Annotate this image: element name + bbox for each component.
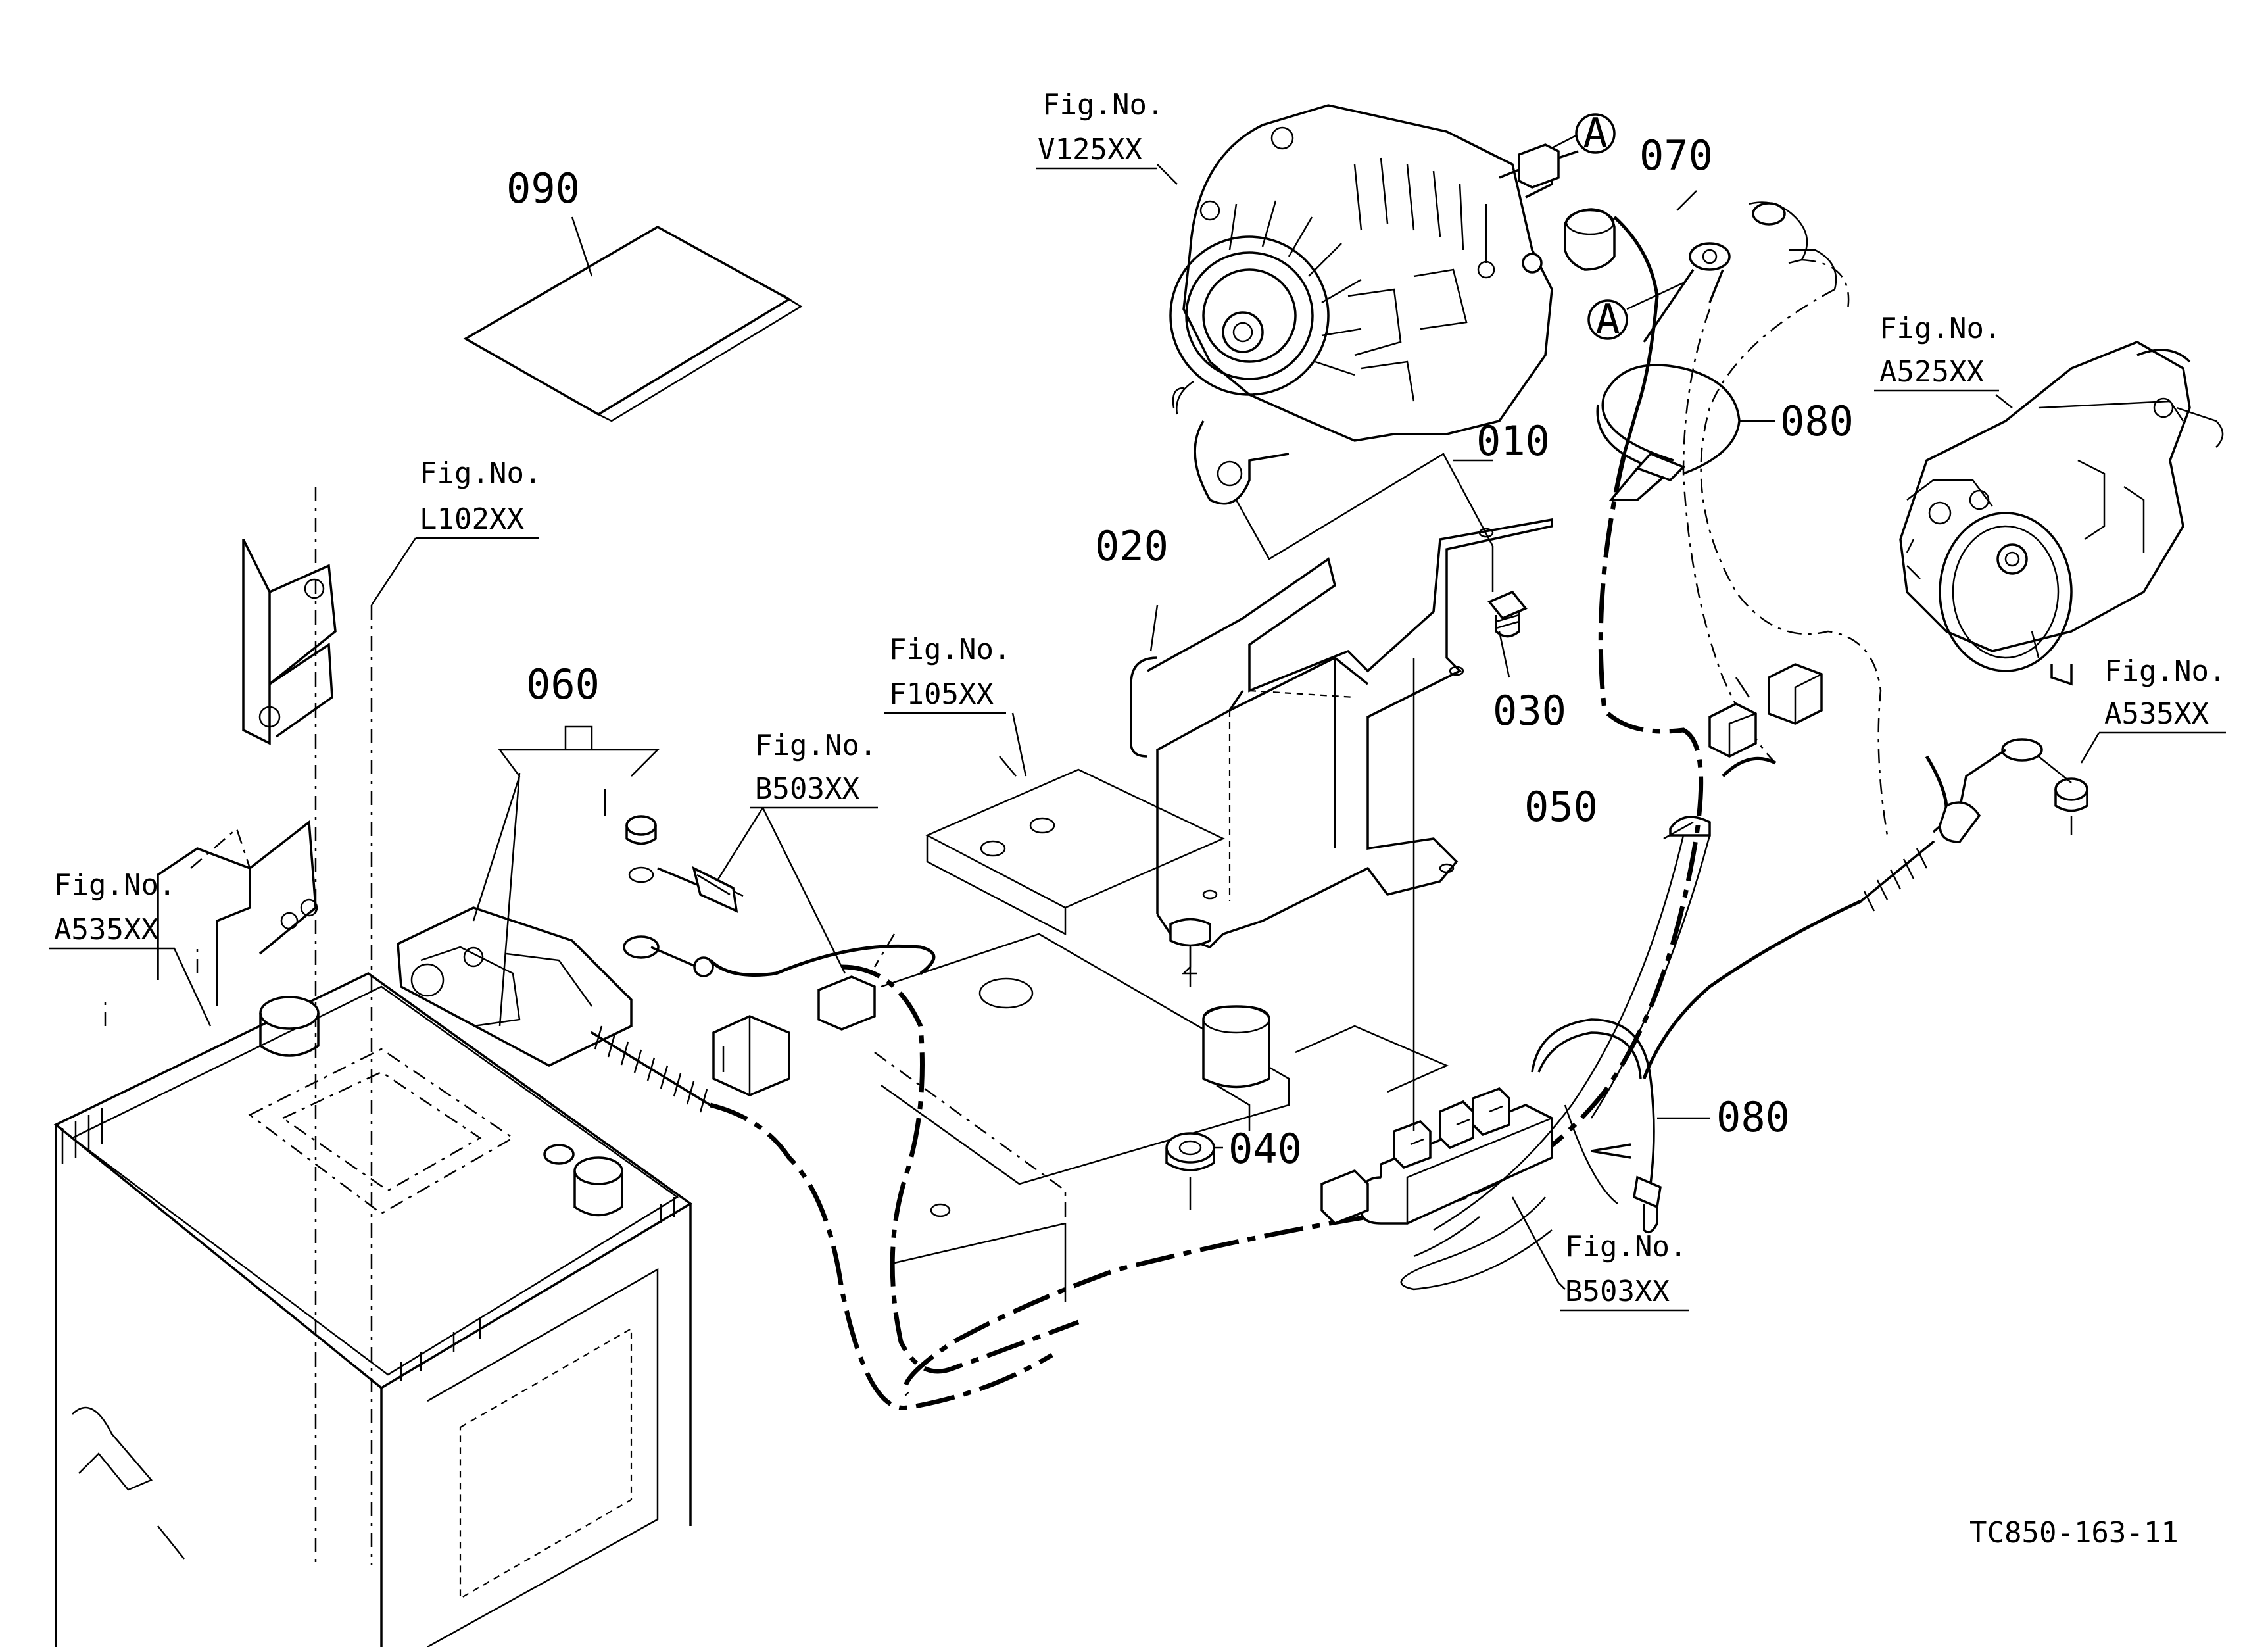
part-label-010: 010 — [1476, 417, 1550, 465]
fig-ref-starter-terminal-prefix: Fig.No. — [2104, 654, 2226, 688]
fig-ref-starter-terminal-code: A535XX — [2104, 697, 2209, 731]
fig-ref-frame-prefix: Fig.No. — [420, 456, 541, 490]
fig-ref-frame: Fig.No. L102XX — [370, 456, 541, 606]
battery-icon — [53, 847, 693, 1647]
part-label-020: 020 — [1095, 522, 1169, 570]
harness-050-icon — [710, 453, 1777, 1410]
fig-ref-bracket-prefix: Fig.No. — [889, 633, 1011, 666]
fig-ref-alternator-code: V125XX — [1038, 133, 1142, 166]
bracket-icon — [873, 768, 1449, 1302]
nut-icon — [623, 815, 714, 977]
fig-ref-bracket-code: F105XX — [889, 677, 994, 711]
fig-ref-battery-prefix: Fig.No. — [54, 868, 176, 902]
part-label-070: 070 — [1639, 132, 1713, 180]
part-label-050: 050 — [1524, 783, 1598, 831]
fig-ref-alternator-prefix: Fig.No. — [1042, 88, 1164, 122]
fig-ref-battery-cable-right-code: B503XX — [1565, 1275, 1670, 1308]
fig-ref-battery-cable-right-prefix: Fig.No. — [1565, 1230, 1687, 1264]
part-label-090: 090 — [506, 164, 580, 212]
fig-ref-battery-cable-left: Fig.No. B503XX — [715, 729, 878, 974]
starter-motor-icon — [1899, 341, 2224, 686]
battery-terminal-icon — [397, 906, 790, 1113]
connection-marker-a — [1575, 113, 1616, 154]
cable-tie-lower-icon — [1531, 1018, 1662, 1234]
terminal-cap-icon — [1564, 201, 1837, 343]
part-label-080-lower: 080 — [1716, 1093, 1790, 1141]
connection-marker-a-label: A — [1583, 109, 1607, 157]
bolt-icon — [657, 866, 744, 913]
fig-ref-frame-code: L102XX — [420, 503, 524, 536]
manual-booklet-icon — [463, 225, 803, 422]
connector-icon — [1708, 663, 1823, 758]
connection-marker-a-2 — [1587, 299, 1628, 340]
fig-ref-bracket: Fig.No. F105XX — [884, 633, 1027, 777]
cable-tie-icon — [1596, 364, 1741, 501]
bracket-020-icon — [1130, 518, 1553, 949]
nut-040-icon — [1165, 1005, 1270, 1171]
fig-ref-starter-prefix: Fig.No. — [1879, 312, 2001, 345]
fuse-box-icon — [1320, 1087, 1553, 1225]
fig-ref-battery: Fig.No. A535XX — [49, 868, 212, 1027]
fig-ref-starter-code: A525XX — [1879, 355, 1984, 389]
part-label-080-upper: 080 — [1780, 397, 1854, 445]
connection-marker-a-2-label: A — [1595, 295, 1620, 343]
fig-ref-battery-cable-right: Fig.No. B503XX — [1560, 1230, 1689, 1312]
fig-ref-battery-cable-left-prefix: Fig.No. — [755, 729, 877, 762]
fig-ref-battery-code: A535XX — [54, 913, 158, 946]
part-label-060: 060 — [526, 660, 600, 708]
part-label-030: 030 — [1493, 687, 1566, 735]
bolt-030-icon — [1487, 590, 1528, 638]
part-label-040-visible: 040 — [1228, 1125, 1302, 1173]
fig-ref-starter: Fig.No. A525XX — [1874, 312, 2001, 392]
fig-ref-alternator: Fig.No. V125XX — [1036, 88, 1164, 170]
diagram-id: TC850-163-11 — [1969, 1516, 2179, 1550]
starter-cable-icon — [1642, 738, 2088, 1079]
frame-l102-icon — [190, 487, 373, 1565]
fig-ref-starter-terminal: Fig.No. A535XX — [2080, 654, 2226, 764]
alternator-icon — [1169, 104, 1579, 505]
fig-ref-battery-cable-left-code: B503XX — [755, 772, 859, 806]
